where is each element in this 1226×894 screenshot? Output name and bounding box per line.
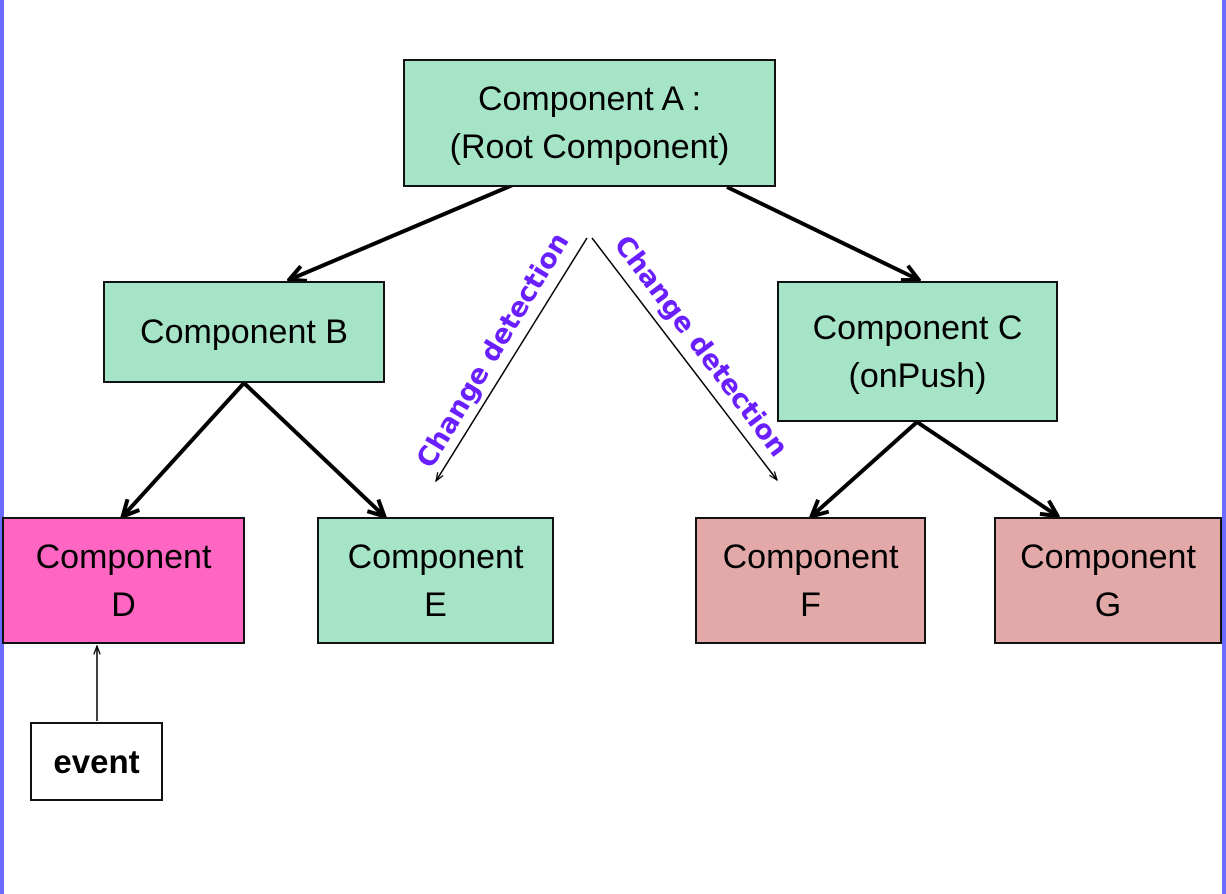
component-g-node: Component G	[994, 517, 1222, 644]
component-f-letter: F	[800, 585, 821, 624]
component-g-letter: G	[1094, 585, 1122, 624]
left-page-border	[0, 0, 4, 894]
component-e-node: Component E	[317, 517, 554, 644]
component-g-title: Component	[1020, 537, 1196, 576]
component-e-letter: E	[424, 585, 447, 624]
edge-c-to-f	[813, 420, 919, 515]
edge-c-to-g	[915, 420, 1056, 515]
component-f-title: Component	[722, 537, 899, 576]
change-detection-arrow-right	[591, 237, 777, 480]
component-a-title: Component A :	[477, 80, 702, 118]
event-label: event	[53, 742, 140, 780]
component-b-node: Component B	[103, 281, 385, 383]
edge-a-to-c	[726, 185, 917, 279]
component-b-title: Component B	[140, 313, 348, 351]
component-c-subtitle: (onPush)	[848, 356, 987, 395]
component-a-node: Component A : (Root Component)	[403, 59, 776, 187]
component-d-letter: D	[111, 585, 136, 624]
component-e-title: Component	[347, 537, 524, 576]
event-box: event	[30, 722, 163, 801]
component-a-subtitle: (Root Component)	[449, 128, 730, 166]
edge-b-to-d	[124, 381, 246, 515]
change-detection-label-right: Change detection	[608, 230, 794, 463]
component-d-title: Component	[35, 537, 212, 576]
edge-b-to-e	[242, 381, 383, 515]
component-c-node: Component C (onPush)	[777, 281, 1058, 422]
change-detection-label-left: Change detection	[411, 228, 576, 474]
component-c-title: Component C	[812, 308, 1023, 347]
edge-a-to-b	[291, 182, 516, 279]
component-f-node: Component F	[695, 517, 926, 644]
component-d-node: Component D	[2, 517, 245, 644]
change-detection-arrow-left	[436, 237, 588, 481]
right-page-border	[1222, 0, 1226, 894]
